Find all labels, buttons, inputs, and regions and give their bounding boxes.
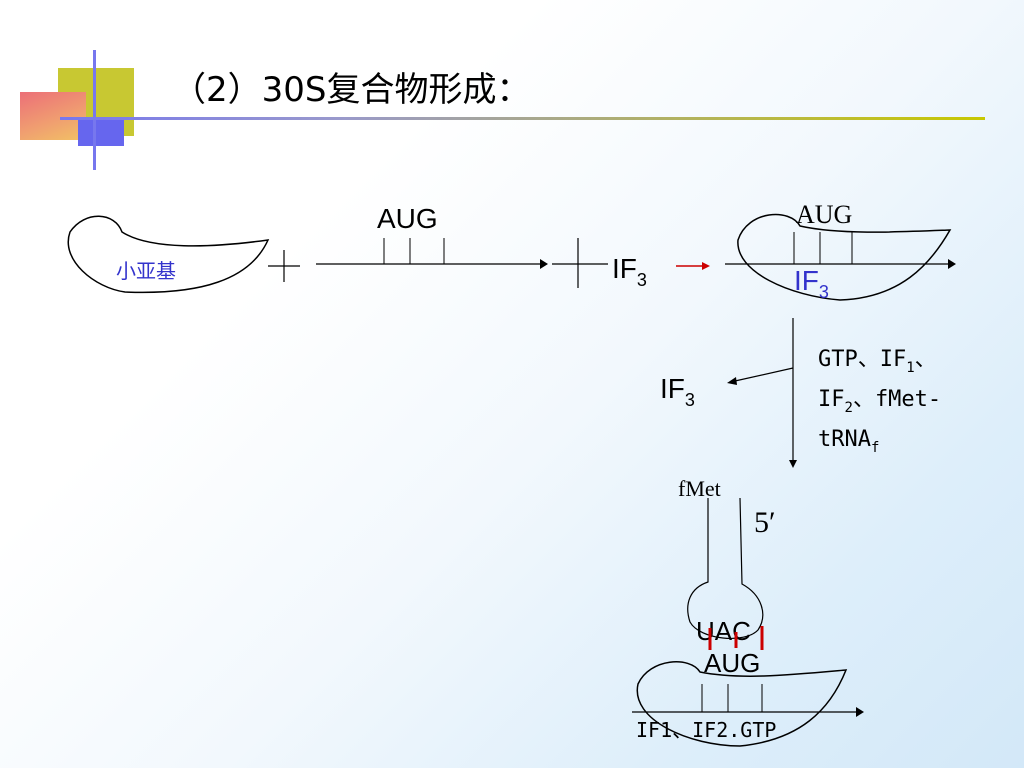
product-if3-label: IF3 [794,265,829,302]
if3-label: IF3 [612,253,647,290]
bottom-factors-label: IF1、IF2.GTP [636,718,776,742]
mrna-aug-label: AUG [377,203,438,234]
released-if3-label: IF3 [660,373,695,410]
release-arrow [734,367,794,382]
deco-blue-square [78,118,124,146]
deco-vertical-line [93,50,96,170]
anticodon-label: UAC [696,616,751,646]
title-underline [60,117,985,120]
factors-line-2: IF2、fMet- [818,387,941,416]
small-subunit-shape [67,215,270,294]
trna-shape [687,497,764,640]
bottom-subunit-shape [636,661,848,747]
product-aug-label: AUG [796,200,852,229]
mrna-arrowhead [540,259,548,269]
slide-title: （2）30S复合物形成： [172,70,531,110]
fmet-label: fMet [678,476,721,501]
five-prime-label: 5′ [754,506,776,539]
small-subunit-label: 小亚基 [116,260,176,283]
factors-line-3: tRNAf [818,427,879,456]
codon-label: AUG [704,648,760,678]
deco-pink-square [20,92,86,140]
product-subunit-shape [737,213,952,301]
factors-line-1: GTP、IF1、 [818,347,937,376]
